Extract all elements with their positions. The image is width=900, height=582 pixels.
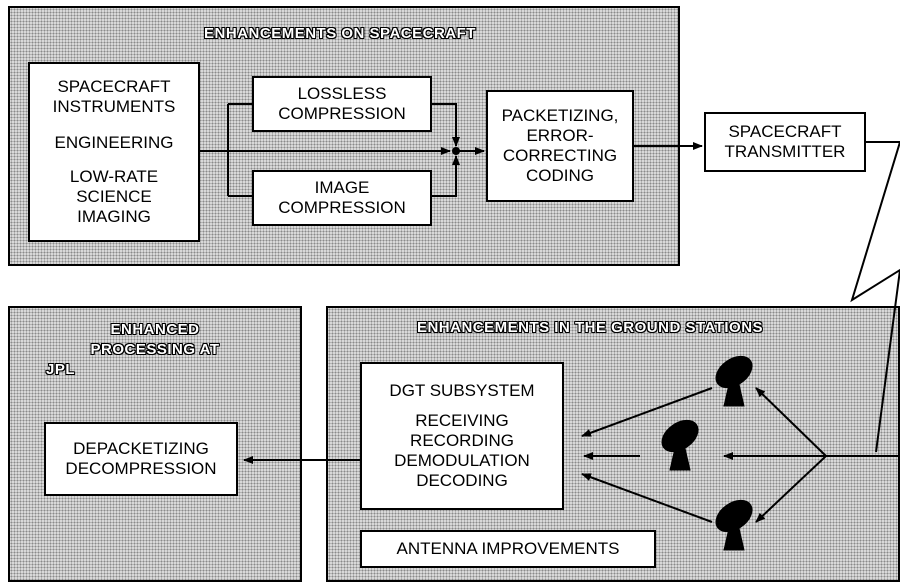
- image-compression-box: IMAGE COMPRESSION: [252, 170, 432, 226]
- bottom-dish-to-dgt: [581, 473, 713, 523]
- packetizing-line4: CODING: [526, 166, 594, 185]
- source-engineering: ENGINEERING: [54, 133, 174, 152]
- jpl-title-line2: PROCESSING AT: [90, 341, 220, 358]
- dgt-recording: RECORDING: [410, 431, 514, 450]
- antenna-dish-top-icon: [715, 355, 753, 407]
- image-compression-line1: IMAGE: [314, 178, 370, 197]
- spacecraft-transmitter-box: SPACECRAFT TRANSMITTER: [704, 112, 866, 172]
- dgt-title: DGT SUBSYSTEM: [389, 381, 535, 400]
- packetizing-line2: ERROR-: [526, 126, 594, 145]
- source-imaging-line3: IMAGING: [77, 207, 151, 226]
- image-out-line: [432, 155, 460, 197]
- jpl-title-line3: JPL: [46, 361, 76, 378]
- antenna-improvements-label: ANTENNA IMPROVEMENTS: [396, 539, 620, 558]
- packetizing-line1: PACKETIZING,: [501, 106, 619, 125]
- dgt-receiving: RECEIVING: [415, 411, 509, 430]
- jpl-panel-title: ENHANCED PROCESSING AT JPL: [40, 320, 270, 380]
- antenna-improvements-box: ANTENNA IMPROVEMENTS: [360, 530, 656, 568]
- lossless-out-line: [432, 103, 460, 147]
- source-imaging-line2: SCIENCE: [76, 187, 152, 206]
- depacketizing-line1: DEPACKETIZING: [73, 439, 209, 458]
- transmitter-line2: TRANSMITTER: [724, 142, 846, 161]
- source-instruments-line2: INSTRUMENTS: [52, 97, 176, 116]
- merge-node: [452, 147, 460, 155]
- hub-to-bottom-dish: [755, 455, 827, 523]
- ground-stations-panel-title: ENHANCEMENTS IN THE GROUND STATIONS: [416, 319, 764, 336]
- image-compression-line2: COMPRESSION: [278, 198, 406, 217]
- source-instruments-line1: SPACECRAFT: [57, 77, 171, 96]
- depacketizing-box: DEPACKETIZING DECOMPRESSION: [44, 422, 238, 496]
- top-dish-to-dgt: [581, 387, 713, 437]
- downlink-zigzag: [850, 141, 900, 453]
- source-imaging-line1: LOW-RATE: [69, 167, 159, 186]
- transmitter-line1: SPACECRAFT: [728, 122, 842, 141]
- packetizing-line3: CORRECTING: [502, 146, 618, 165]
- lossless-line2: COMPRESSION: [278, 104, 406, 123]
- jpl-title-line1: ENHANCED: [110, 321, 200, 338]
- antenna-dish-middle-icon: [661, 419, 699, 471]
- dgt-subsystem-box: DGT SUBSYSTEM RECEIVING RECORDING DEMODU…: [360, 362, 564, 510]
- spacecraft-panel-title: ENHANCEMENTS ON SPACECRAFT: [204, 25, 476, 42]
- antenna-dish-bottom-icon: [715, 499, 753, 551]
- hub-to-top-dish: [755, 387, 827, 457]
- lossless-compression-box: LOSSLESS COMPRESSION: [252, 76, 432, 132]
- dgt-demodulation: DEMODULATION: [394, 451, 530, 470]
- lossless-line1: LOSSLESS: [297, 84, 387, 103]
- source-signals-box: SPACECRAFT INSTRUMENTS ENGINEERING LOW-R…: [28, 62, 200, 242]
- dgt-decoding: DECODING: [416, 471, 508, 490]
- depacketizing-line2: DECOMPRESSION: [65, 459, 217, 478]
- packetizing-box: PACKETIZING, ERROR- CORRECTING CODING: [486, 90, 634, 202]
